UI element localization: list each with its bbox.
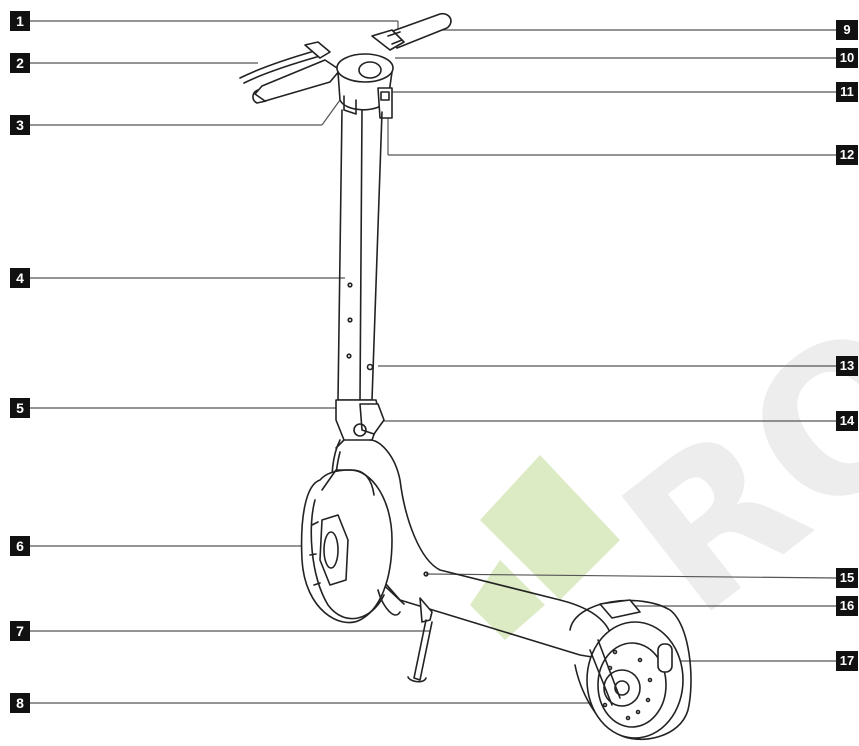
callout-6: 6: [10, 536, 30, 556]
callout-7: 7: [10, 621, 30, 641]
watermark-text: ROP: [583, 187, 859, 660]
deck-point: [423, 571, 429, 577]
callout-17: 17: [836, 651, 858, 671]
folding-joint: [335, 399, 385, 449]
front-wheel: [300, 469, 401, 624]
callout-16: 16: [836, 596, 858, 616]
callout-4: 4: [10, 268, 30, 288]
callout-9: 9: [836, 20, 858, 40]
callout-8: 8: [10, 693, 30, 713]
callout-2: 2: [10, 53, 30, 73]
callout-10: 10: [836, 48, 858, 68]
callout-13: 13: [836, 356, 858, 376]
handlebar: [239, 12, 452, 104]
leader-lines: [30, 20, 837, 704]
callout-12: 12: [836, 145, 858, 165]
kickstand: [407, 597, 433, 683]
stem-head: [336, 53, 394, 119]
callout-11: 11: [836, 82, 858, 102]
scooter-drawing: [239, 12, 692, 741]
callout-1: 1: [10, 11, 30, 31]
callout-3: 3: [10, 115, 30, 135]
stem: [337, 109, 383, 401]
callout-15: 15: [836, 568, 858, 588]
rear-wheel: [569, 599, 692, 741]
callout-14: 14: [836, 411, 858, 431]
watermark-logo: [470, 455, 620, 640]
callout-5: 5: [10, 398, 30, 418]
